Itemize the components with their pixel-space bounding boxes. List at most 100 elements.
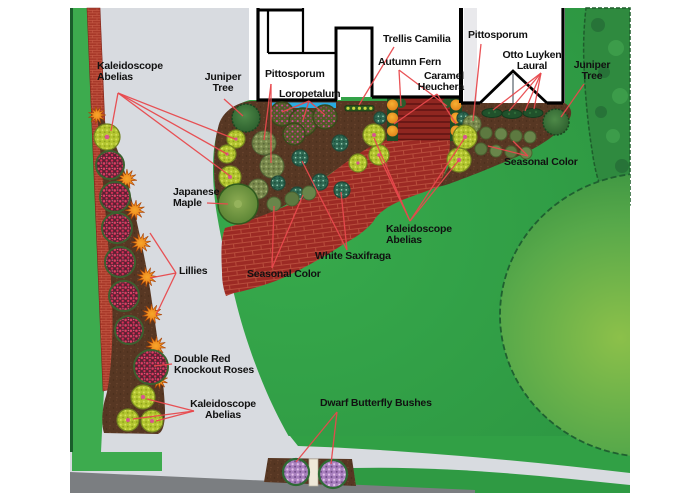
saxifraga-plant: [311, 173, 329, 191]
seasonal-plant: [494, 127, 508, 141]
leader-line-kaleidoscope-abelias-lower-left: [146, 398, 195, 412]
seasonal-plant: [523, 130, 537, 144]
seasonal-plant: [474, 142, 488, 156]
rose-plant: [95, 150, 125, 180]
seasonal-plant: [519, 146, 533, 160]
leader-line-seasonal-color-right: [487, 145, 529, 157]
leader-line-seasonal-color-center: [271, 205, 275, 269]
pittosporum-plant: [259, 153, 285, 179]
entry-steps: [387, 98, 462, 141]
laurel-plant: [501, 109, 523, 119]
lawn-strip-left: [70, 8, 104, 452]
lilly-plant: [131, 233, 151, 254]
leader-line-seasonal-color-center: [271, 194, 304, 269]
rose-plant: [104, 246, 136, 278]
building-interior-shading: [464, 8, 477, 103]
leader-line-seasonal-color-right: [512, 140, 529, 157]
leader-line-kaleidoscope-abelias-upper-left: [110, 92, 119, 132]
abelia-plant: [93, 123, 121, 151]
leader-line-kaleidoscope-abelias-lower-left: [155, 410, 195, 422]
leader-line-autumn-fern: [398, 69, 402, 107]
building: [249, 8, 565, 105]
juniper-plant: [542, 108, 570, 136]
leader-line-kaleidoscope-abelias-lower-left: [132, 410, 195, 420]
leader-line-otto-luyken-laural: [524, 72, 542, 112]
butterfly-plant: [281, 457, 311, 487]
lilly-plant: [137, 267, 158, 288]
leader-line-juniper-tree-left: [223, 98, 244, 117]
pittosporum-plant: [251, 130, 277, 156]
rose-plant: [99, 181, 131, 213]
leader-line-white-saxifraga: [301, 160, 348, 251]
leader-line-dwarf-butterfly-bushes: [330, 411, 338, 465]
leader-line-double-red-knockout-roses: [153, 363, 173, 367]
abelia-plant: [116, 408, 140, 432]
loropetalum-plant: [312, 104, 338, 130]
lilly-plant: [124, 200, 145, 221]
leader-line-lillies: [149, 272, 177, 279]
rose-plant: [108, 280, 140, 312]
leader-line-otto-luyken-laural: [492, 72, 542, 111]
leader-line-otto-luyken-laural: [508, 72, 542, 112]
seasonal-plant: [489, 144, 503, 158]
leader-line-dwarf-butterfly-bushes: [295, 411, 338, 463]
rose-plant: [114, 315, 144, 345]
leader-line-caramel-heuchera: [393, 93, 438, 125]
lawn-main: [290, 436, 630, 473]
leader-line-loropetalum: [302, 100, 310, 121]
maple-plant: [217, 183, 259, 225]
lilly-plant: [88, 105, 107, 125]
large-tree-canopy: [499, 173, 630, 457]
leader-line-kaleidoscope-abelias-upper-left: [117, 92, 231, 177]
saxifraga-plant: [291, 149, 309, 167]
leader-line-pittosporum-right: [472, 43, 482, 122]
leader-line-kaleidoscope-abelias-upper-left: [117, 92, 236, 140]
lilly-plant: [142, 303, 163, 324]
loropetalum-plant: [282, 122, 306, 146]
mailbox-post: [308, 458, 319, 487]
leader-line-kaleidoscope-abelias-center: [378, 155, 411, 222]
bay-window: [479, 69, 548, 105]
leader-line-loropetalum: [281, 100, 310, 113]
road: [70, 472, 475, 493]
abelia-plant: [452, 124, 478, 150]
lilly-plant: [145, 335, 166, 356]
butterfly-plant: [317, 458, 349, 490]
leader-line-caramel-heuchera: [436, 93, 457, 125]
seasonal-plant: [301, 185, 317, 201]
plan-left-edge: [70, 8, 73, 452]
laurel-plant: [481, 108, 503, 118]
rose-plant: [101, 212, 133, 244]
leader-lines-layer: [110, 43, 585, 465]
plants-layer: [88, 101, 570, 490]
juniper-plant: [231, 103, 261, 133]
abelia-plant: [226, 129, 246, 149]
saxifraga-plant: [331, 134, 349, 152]
leader-line-loropetalum: [308, 100, 326, 116]
step-treads: [398, 103, 450, 141]
leader-line-trellis-camilia: [358, 46, 395, 106]
saxifraga-plant: [373, 111, 387, 125]
rose-plant: [133, 349, 169, 385]
abelia-plant: [362, 123, 386, 147]
leader-line-japanese-maple: [206, 202, 229, 205]
laurel-plant: [522, 108, 544, 118]
seasonal-plant: [284, 191, 300, 207]
lawn-strip-bottom-right: [352, 467, 630, 493]
leader-line-white-saxifraga: [340, 191, 348, 251]
water-feature-strip: [272, 102, 336, 108]
abelia-plant: [348, 153, 368, 173]
leader-line-kaleidoscope-abelias-center: [409, 138, 465, 222]
leader-line-autumn-fern: [398, 69, 448, 107]
leader-line-kaleidoscope-abelias-upper-left: [117, 92, 228, 155]
saxifraga-plant: [270, 175, 286, 191]
leader-line-lillies: [155, 272, 177, 316]
abelia-plant: [130, 384, 156, 410]
leader-line-otto-luyken-laural: [533, 72, 542, 110]
leader-line-lillies: [149, 232, 177, 274]
leader-line-juniper-tree-right: [560, 83, 585, 118]
seasonal-plant: [479, 126, 493, 140]
seasonal-plant: [509, 129, 523, 143]
leader-line-kaleidoscope-abelias-center: [409, 159, 460, 222]
